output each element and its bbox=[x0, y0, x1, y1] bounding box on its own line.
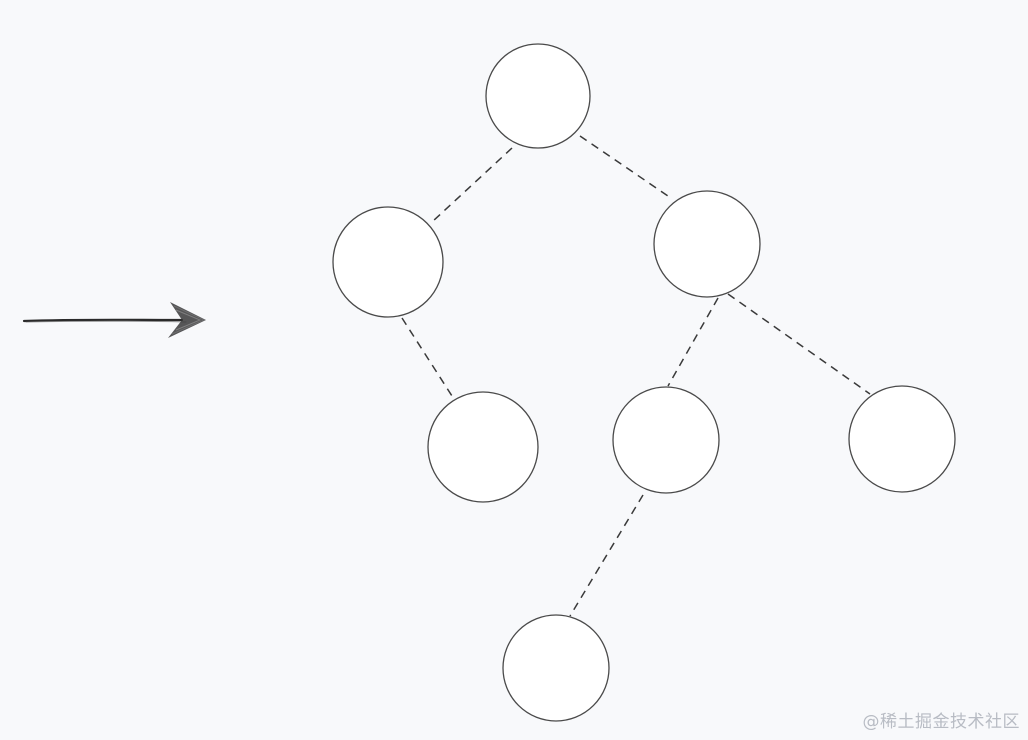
right-arrow-icon bbox=[22, 302, 206, 338]
tree-node-right-right-grandchild bbox=[848, 385, 956, 493]
tree-node-root bbox=[485, 43, 591, 149]
tree-edge-root-to-right-child bbox=[579, 135, 669, 197]
tree-node-right-left-left-great-grandchild bbox=[502, 614, 610, 722]
tree-node-right-left-grandchild bbox=[612, 386, 720, 494]
tree-nodes bbox=[332, 43, 956, 722]
tree-edges bbox=[401, 135, 871, 617]
tree-edge-right-child-to-right-left-grandchild bbox=[667, 297, 719, 387]
tree-node-left-child bbox=[332, 206, 444, 318]
tree-node-right-child bbox=[653, 190, 761, 298]
tree-edge-right-child-to-right-right-grandchild bbox=[727, 293, 871, 395]
watermark-text: @稀土掘金技术社区 bbox=[862, 712, 1020, 732]
tree-edge-left-child-to-left-right-grandchild bbox=[401, 317, 453, 397]
tree-edge-right-left-grandchild-to-right-left-left-great-grandchild bbox=[569, 494, 644, 617]
tree-node-left-right-grandchild bbox=[427, 391, 539, 503]
tree-edge-root-to-left-child bbox=[431, 147, 513, 223]
